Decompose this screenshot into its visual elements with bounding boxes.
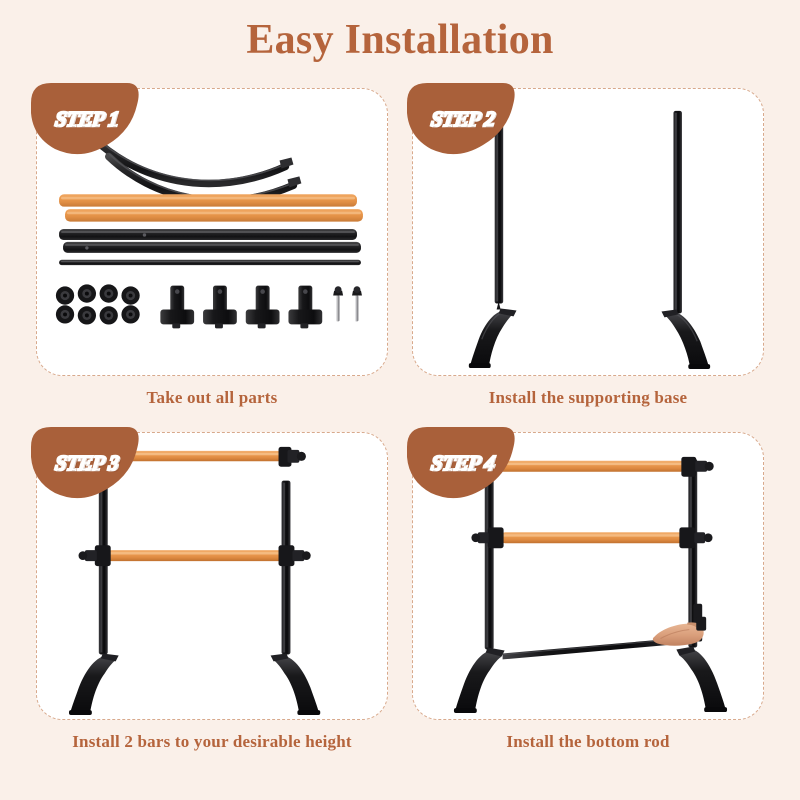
step-panel-4: STEP 4 [407,427,764,720]
step-panel-3: STEP 3 [31,427,388,720]
clamp-knob-lower-right [679,527,713,549]
step-2-badge: STEP 2 [407,83,519,161]
left-upright-post-with-foot [468,96,517,369]
step-1-caption: Take out all parts [146,388,278,407]
clamp-bracket-group [160,285,323,329]
step-3-badge-label: STEP 3 [53,450,121,477]
step-2-illustration [413,89,763,375]
wood-barre-bar-group [59,194,363,222]
step-2-caption: Install the supporting base [488,388,688,407]
screw-bolt-group [333,286,362,322]
hand [652,616,707,646]
step-3-caption: Install 2 bars to your desirable height [72,732,352,751]
clamp-knob-lower-left [471,527,504,549]
step-4-illustration [413,433,763,719]
steps-grid: STEP 1 [31,83,764,768]
bottom-rod-part [59,259,361,266]
right-upright-post [676,458,728,713]
black-upright-post-group [59,229,361,253]
page-title: Easy Installation [246,17,554,63]
step-1-illustration [37,89,387,375]
left-upright-post [69,480,119,716]
step-panel-1: STEP 1 [31,83,388,376]
step-1-badge: STEP 1 [31,83,143,161]
step-4-badge: STEP 4 [407,427,519,505]
right-upright-post-with-foot [661,110,711,370]
step-2-badge-label: STEP 2 [429,106,497,133]
lower-barre-bar [78,545,311,567]
clamp-knob-upper [681,456,714,477]
step-panel-2: STEP 2 [407,83,764,376]
clamp-knob-right [278,545,311,567]
right-upright-post [270,480,321,716]
clamp-knob-left [78,545,111,567]
step-4-caption: Install the bottom rod [506,732,670,751]
left-upright-post [453,472,505,714]
step-1-badge-label: STEP 1 [53,106,121,133]
washer-cap-group [55,284,140,325]
step-3-badge: STEP 3 [31,427,143,505]
step-4-badge-label: STEP 4 [429,450,497,477]
lower-barre-bar [471,527,713,549]
upper-barre-bar [492,456,714,477]
clamp-knob [278,446,306,467]
